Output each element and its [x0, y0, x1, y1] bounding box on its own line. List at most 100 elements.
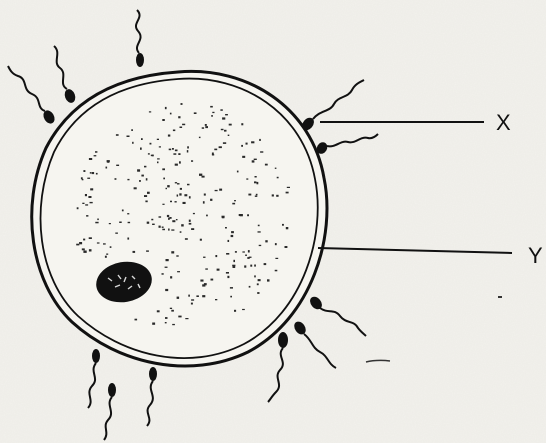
cytoplasm-granule [175, 164, 178, 166]
cytoplasm-granule [256, 194, 258, 196]
cytoplasm-granule [230, 287, 233, 289]
cytoplasm-granule [219, 146, 222, 148]
egg-cell [32, 71, 327, 366]
cytoplasm-granule [132, 142, 134, 144]
cytoplasm-granule [94, 155, 97, 156]
cytoplasm-granule [219, 189, 222, 191]
cytoplasm-granule [89, 237, 92, 239]
cytoplasm-granule [162, 229, 165, 231]
cytoplasm-granule [205, 126, 208, 128]
cytoplasm-granule [116, 165, 119, 166]
cytoplasm-granule [162, 119, 165, 121]
label-x: X [496, 110, 511, 135]
cytoplasm-granule [105, 256, 107, 258]
cytoplasm-granule [234, 200, 236, 201]
cytoplasm-granule [199, 174, 202, 176]
cytoplasm-granule [88, 196, 91, 198]
cytoplasm-granule [171, 251, 174, 253]
cytoplasm-granule [122, 210, 124, 212]
cytoplasm-granule [247, 214, 249, 216]
cytoplasm-granule [226, 272, 229, 274]
cytoplasm-granule [191, 303, 193, 305]
cytoplasm-granule [235, 251, 237, 253]
cytoplasm-granule [172, 148, 174, 150]
cytoplasm-granule [191, 228, 194, 230]
cytoplasm-granule [191, 160, 193, 162]
cytoplasm-granule [210, 106, 213, 108]
cytoplasm-granule [265, 164, 268, 166]
cytoplasm-granule [200, 239, 202, 241]
cytoplasm-granule [199, 137, 201, 138]
cytoplasm-granule [159, 146, 161, 147]
cytoplasm-granule [267, 279, 270, 281]
cytoplasm-granule [149, 111, 151, 112]
cytoplasm-granule [287, 187, 290, 188]
cytoplasm-granule [254, 275, 256, 277]
cytoplasm-granule [83, 251, 86, 253]
cytoplasm-granule [257, 292, 259, 294]
cytoplasm-granule [90, 172, 92, 174]
cytoplasm-granule [246, 143, 248, 145]
cytoplasm-granule [134, 187, 137, 189]
cytoplasm-granule [96, 173, 98, 175]
cytoplasm-granule [173, 130, 175, 132]
cytoplasm-granule [145, 201, 147, 203]
cytoplasm-granule [168, 218, 170, 220]
cytoplasm-granule [178, 116, 180, 118]
cytoplasm-granule [170, 308, 172, 309]
cytoplasm-granule [103, 243, 106, 244]
cytoplasm-granule [175, 201, 177, 202]
cytoplasm-granule [176, 255, 178, 256]
cytoplasm-granule [214, 149, 217, 151]
cytoplasm-granule [254, 265, 256, 267]
cytoplasm-granule [182, 124, 185, 126]
cytoplasm-granule [189, 220, 191, 222]
cytoplasm-granule [226, 253, 229, 255]
cytoplasm-granule [180, 231, 182, 233]
cytoplasm-granule [76, 244, 79, 246]
cytoplasm-granule [222, 217, 225, 219]
cytoplasm-granule [222, 117, 225, 119]
cytoplasm-granule [240, 214, 243, 216]
cytoplasm-granule [200, 280, 203, 282]
cytoplasm-granule [152, 155, 154, 157]
cytoplasm-granule [257, 283, 259, 285]
cytoplasm-granule [82, 203, 84, 204]
cytoplasm-granule [272, 194, 274, 196]
cytoplasm-granule [162, 204, 164, 205]
cytoplasm-granule [146, 178, 148, 180]
cytoplasm-granule [187, 184, 190, 186]
cytoplasm-granule [242, 156, 245, 158]
cytoplasm-granule [110, 246, 112, 248]
cytoplasm-granule [228, 135, 230, 136]
cytoplasm-granule [258, 231, 261, 232]
cytoplasm-granule [169, 149, 172, 151]
cytoplasm-granule [259, 139, 261, 141]
cytoplasm-granule [157, 162, 159, 164]
cytoplasm-granule [196, 295, 199, 297]
cytoplasm-granule [205, 268, 208, 269]
cytoplasm-granule [116, 134, 119, 136]
cytoplasm-granule [286, 192, 289, 194]
cytoplasm-granule [215, 190, 218, 191]
cytoplasm-granule [204, 283, 207, 285]
cytoplasm-granule [162, 273, 164, 275]
cytoplasm-granule [225, 227, 227, 229]
cytoplasm-granule [127, 238, 129, 240]
cytoplasm-granule [203, 201, 205, 203]
cytoplasm-granule [106, 254, 108, 255]
cytoplasm-granule [135, 319, 138, 321]
cytoplasm-granule [188, 295, 190, 297]
cytoplasm-granule [83, 170, 85, 172]
cytoplasm-granule [181, 224, 184, 226]
cytoplasm-granule [85, 204, 88, 205]
cytoplasm-granule [90, 202, 93, 203]
cytoplasm-granule [220, 109, 222, 111]
cytoplasm-granule [259, 245, 262, 246]
cytoplasm-granule [180, 127, 183, 129]
cytoplasm-granule [232, 265, 235, 267]
cytoplasm-granule [250, 265, 252, 267]
cytoplasm-granule [234, 310, 236, 312]
cytoplasm-granule [89, 158, 92, 160]
